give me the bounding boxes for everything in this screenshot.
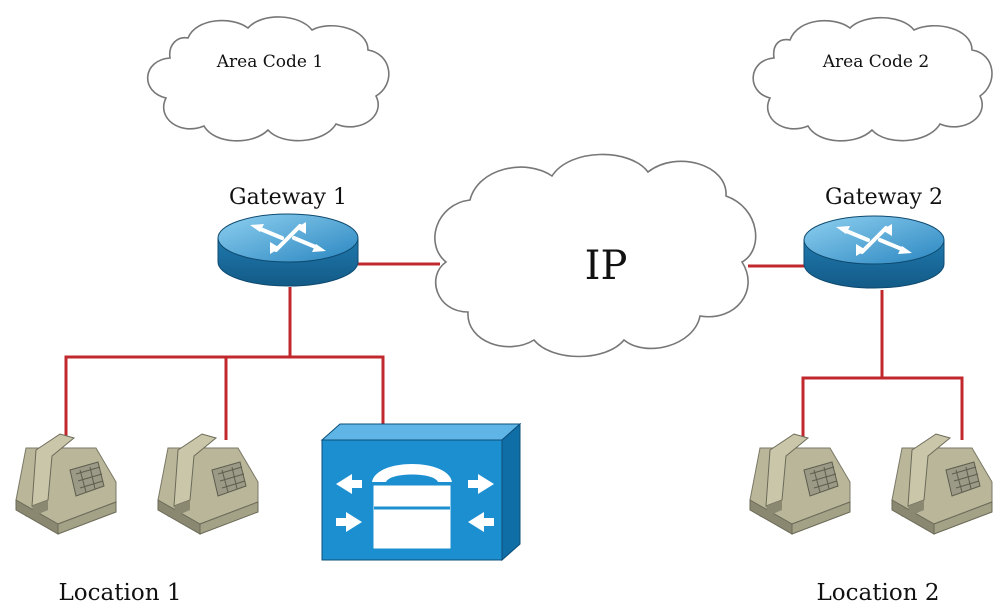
phone-icon [15,433,117,535]
gateway-2-label: Gateway 2 [825,185,943,210]
call-manager [320,422,522,562]
gateway-2: Gateway 2 [803,185,945,289]
cloud-icon [752,17,993,142]
location-1-phone-1 [15,433,117,535]
phone-icon [891,433,993,535]
location2-bus [801,376,964,440]
phone-icon [749,433,851,535]
links [64,262,964,440]
area-code-2-label: Area Code 2 [822,52,929,72]
router-icon [217,213,359,287]
phone-icon [157,433,259,535]
router-icon [803,215,945,289]
ip-label: IP [585,243,628,289]
ip-cloud: IP [434,153,757,358]
location-2-label: Location 2 [817,580,940,606]
area-code-1-label: Area Code 1 [216,52,323,72]
area-code-2-cloud: Area Code 2 [752,17,993,142]
gateway-1: Gateway 1 [217,185,359,287]
area-code-1-cloud: Area Code 1 [146,16,390,142]
cloud-icon [146,16,390,142]
location-2-phone-2 [891,433,993,535]
gateway-1-label: Gateway 1 [229,185,347,210]
location-1-label: Location 1 [59,580,182,606]
location-1-phone-2 [157,433,259,535]
call-manager-icon [320,422,522,562]
cloud-icon [434,153,757,358]
location-2-phone-1 [749,433,851,535]
